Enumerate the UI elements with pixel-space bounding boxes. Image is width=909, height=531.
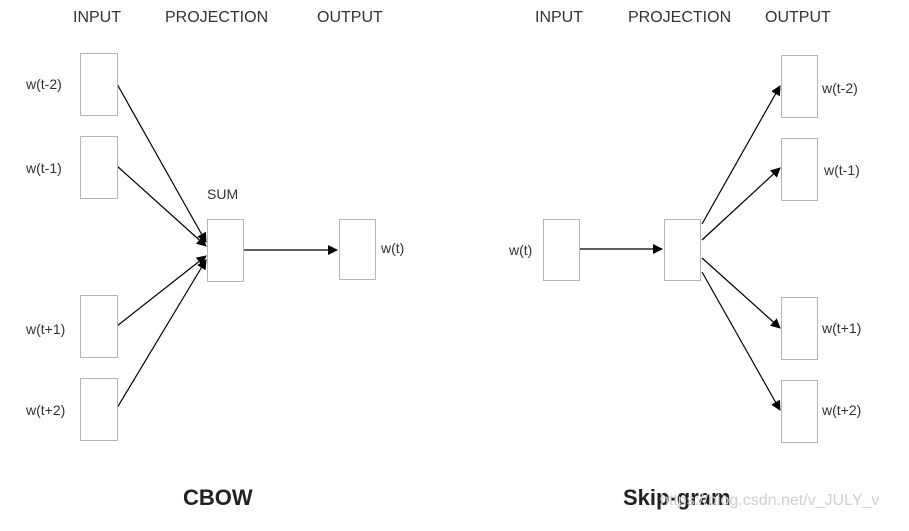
skipgram-output-header: OUTPUT	[765, 9, 831, 26]
skipgram-output-label-4: w(t+2)	[822, 402, 862, 418]
cbow-input-box-4	[80, 378, 118, 441]
skipgram-arrow-output-2	[701, 167, 781, 241]
skipgram-arrow-output-3	[701, 257, 781, 329]
cbow-input-label-2: w(t-1)	[26, 160, 62, 176]
cbow-projection-header: PROJECTION	[165, 9, 269, 26]
cbow-input-label-1: w(t-2)	[26, 76, 62, 92]
cbow-input-label-3: w(t+1)	[26, 321, 66, 337]
skipgram-output-box-3	[781, 297, 818, 360]
cbow-input-box-2	[80, 136, 118, 199]
cbow-arrow-input-1	[116, 83, 207, 243]
skipgram-title: Skip-gram	[623, 485, 731, 510]
cbow-input-label-4: w(t+2)	[26, 402, 66, 418]
cbow-arrow-input-4	[116, 259, 207, 409]
skipgram-output-box-1	[781, 55, 818, 118]
cbow-output-header: OUTPUT	[317, 9, 383, 26]
skipgram-output-label-3: w(t+1)	[822, 320, 862, 336]
cbow-input-header: INPUT	[73, 9, 121, 26]
skipgram-projection-header: PROJECTION	[628, 9, 732, 26]
skipgram-input-box	[543, 219, 580, 281]
skipgram-output-box-4	[781, 380, 818, 443]
skipgram-arrow-output-4	[701, 271, 781, 411]
cbow-arrow-input-2	[116, 165, 207, 247]
skipgram-output-box-2	[781, 138, 818, 201]
cbow-sum-label: SUM	[207, 186, 239, 202]
cbow-title: CBOW	[183, 485, 253, 510]
cbow-output-box	[339, 219, 376, 280]
watermark: https://blog.csdn.net/v_JULY_v	[660, 492, 880, 509]
skipgram-input-header: INPUT	[535, 9, 583, 26]
cbow-input-box-3	[80, 295, 118, 358]
skipgram-input-label: w(t)	[509, 242, 533, 258]
cbow-output-label: w(t)	[381, 240, 405, 256]
skipgram-output-label-2: w(t-1)	[824, 162, 860, 178]
cbow-arrow-input-3	[116, 255, 207, 327]
skipgram-arrow-output-1	[701, 85, 781, 225]
skipgram-output-label-1: w(t-2)	[822, 80, 858, 96]
cbow-input-box-1	[80, 53, 118, 116]
cbow-projection-box	[207, 219, 244, 282]
skipgram-projection-box	[664, 219, 701, 281]
